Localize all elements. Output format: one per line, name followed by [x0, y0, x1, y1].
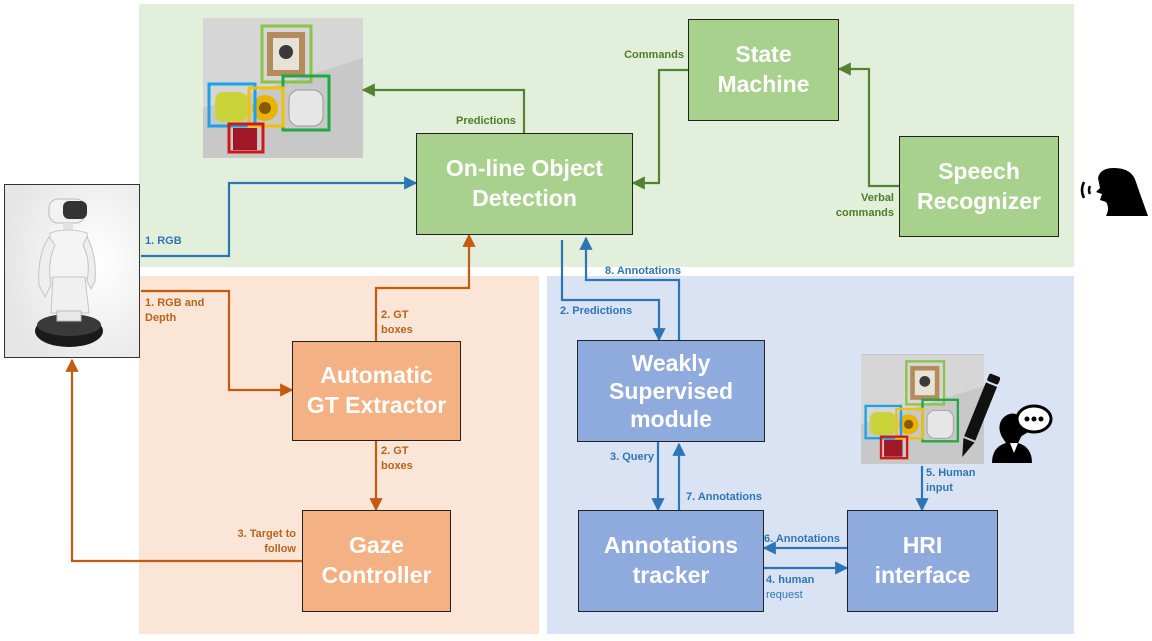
verbal-commands-label: Verbal commands	[814, 191, 894, 221]
label-line: 5. Human	[926, 467, 976, 479]
label-line: 2. GT	[381, 309, 409, 321]
block-line: Supervised	[609, 377, 733, 404]
block-line: Machine	[717, 71, 810, 97]
label-line: input	[926, 481, 953, 494]
block-line: State	[735, 41, 792, 68]
block-line: Weakly	[631, 349, 711, 376]
arrow-target-to-follow	[65, 358, 302, 563]
arrow-verbal-commands	[837, 62, 899, 188]
gt-extractor-block: Automatic GT Extractor	[292, 341, 461, 441]
annotations-8-label: 8. Annotations	[605, 265, 681, 277]
label-line: boxes	[381, 459, 413, 472]
speaking-person-icon	[1080, 168, 1148, 216]
label-line: 2. GT	[381, 445, 409, 457]
block-line: Annotations	[603, 532, 739, 559]
robot-image	[4, 184, 140, 358]
label-line: commands	[835, 206, 894, 219]
label-line: follow	[264, 542, 296, 555]
label-line: 1. RGB and	[145, 297, 205, 309]
block-line: interface	[874, 562, 971, 588]
annotations-7-label: 7. Annotations	[686, 491, 762, 503]
label-line: request	[766, 588, 803, 601]
predictions-top-label: Predictions	[456, 115, 516, 127]
commands-label: Commands	[624, 49, 684, 61]
block-line: tracker	[632, 562, 710, 588]
human-input-5-label: 5. Human input	[926, 466, 976, 496]
block-line: GT Extractor	[306, 392, 447, 418]
block-line: Speech	[938, 157, 1020, 184]
annotations-tracker-block: Annotations tracker	[578, 510, 764, 612]
query-3-label: 3. Query	[610, 451, 655, 463]
block-line: Controller	[321, 562, 432, 588]
detection-thumbnail	[203, 18, 363, 158]
chatting-person-icon	[992, 404, 1053, 463]
arrow-rgb	[141, 176, 418, 258]
rgb-label: 1. RGB	[145, 235, 182, 247]
annotation-thumbnail	[861, 354, 984, 464]
block-line: module	[630, 406, 712, 433]
arrow-gt-boxes-up	[374, 233, 476, 341]
label-line: boxes	[381, 323, 413, 336]
human-request-4-label: 4. human request	[766, 573, 814, 603]
label-line: Verbal	[860, 192, 894, 204]
arrow-predictions-to-thumbnail	[361, 83, 526, 133]
arrow-annotations-8	[579, 236, 681, 340]
gt-boxes-down-label: 2. GT boxes	[381, 444, 413, 474]
block-line: Gaze	[349, 532, 404, 559]
block-line: Detection	[472, 185, 577, 211]
hri-interface-block: HRI interface	[847, 510, 998, 612]
block-line: HRI	[902, 532, 943, 559]
block-line: Recognizer	[917, 187, 1041, 214]
block-line: Automatic	[320, 362, 433, 389]
gt-boxes-up-label: 2. GT boxes	[381, 308, 413, 338]
pencil-icon	[962, 373, 1000, 457]
block-line: On-line Object	[445, 155, 604, 182]
arrow-predictions-2	[560, 240, 666, 342]
predictions-2-label: 2. Predictions	[560, 305, 633, 317]
target-to-follow-label: 3. Target to follow	[206, 527, 296, 557]
label-line: 3. Target to	[237, 528, 296, 540]
annotations-6-label: 6. Annotations	[764, 533, 840, 545]
label-line: 4. human	[766, 574, 815, 586]
arrow-rgb-depth	[141, 289, 294, 397]
arrow-commands	[631, 68, 688, 190]
label-line: Depth	[145, 311, 177, 324]
